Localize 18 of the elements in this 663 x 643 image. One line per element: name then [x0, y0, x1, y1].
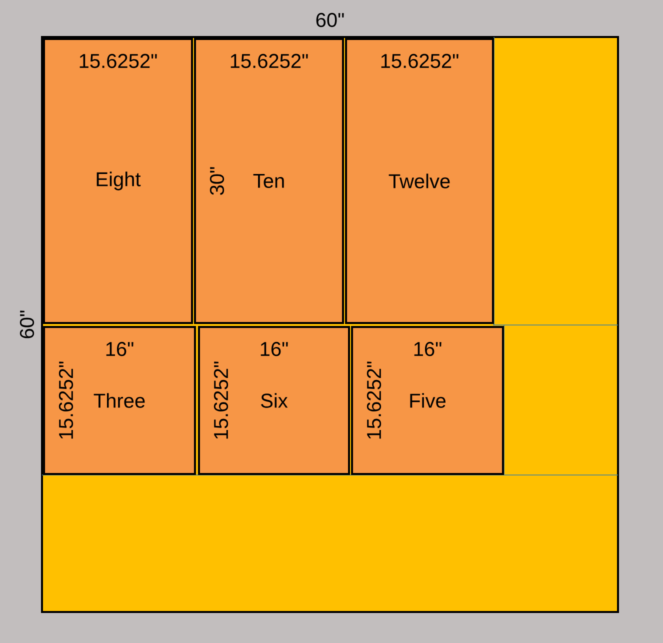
height-label: 15.6252": [58, 362, 74, 439]
height-label: 15.6252": [366, 362, 382, 439]
piece-name: Eight: [96, 172, 141, 190]
dimension-label: 60": [316, 12, 344, 28]
width-label: 15.6252": [381, 54, 458, 68]
piece-name: Five: [410, 393, 446, 408]
height-label: 15.6252": [214, 362, 228, 439]
width-label: 16": [106, 342, 134, 356]
width-label: 15.6252": [230, 54, 308, 68]
width-label: 15.6252": [80, 54, 157, 68]
piece-name: Ten: [253, 174, 284, 188]
dimension-label: 60": [20, 310, 34, 338]
width-label: 16": [260, 342, 288, 356]
piece-name: Twelve: [388, 174, 450, 188]
piece-name: Three: [94, 393, 145, 408]
piece-name: Six: [261, 393, 288, 408]
width-label: 16": [414, 342, 442, 356]
height-label: 30": [210, 167, 224, 195]
